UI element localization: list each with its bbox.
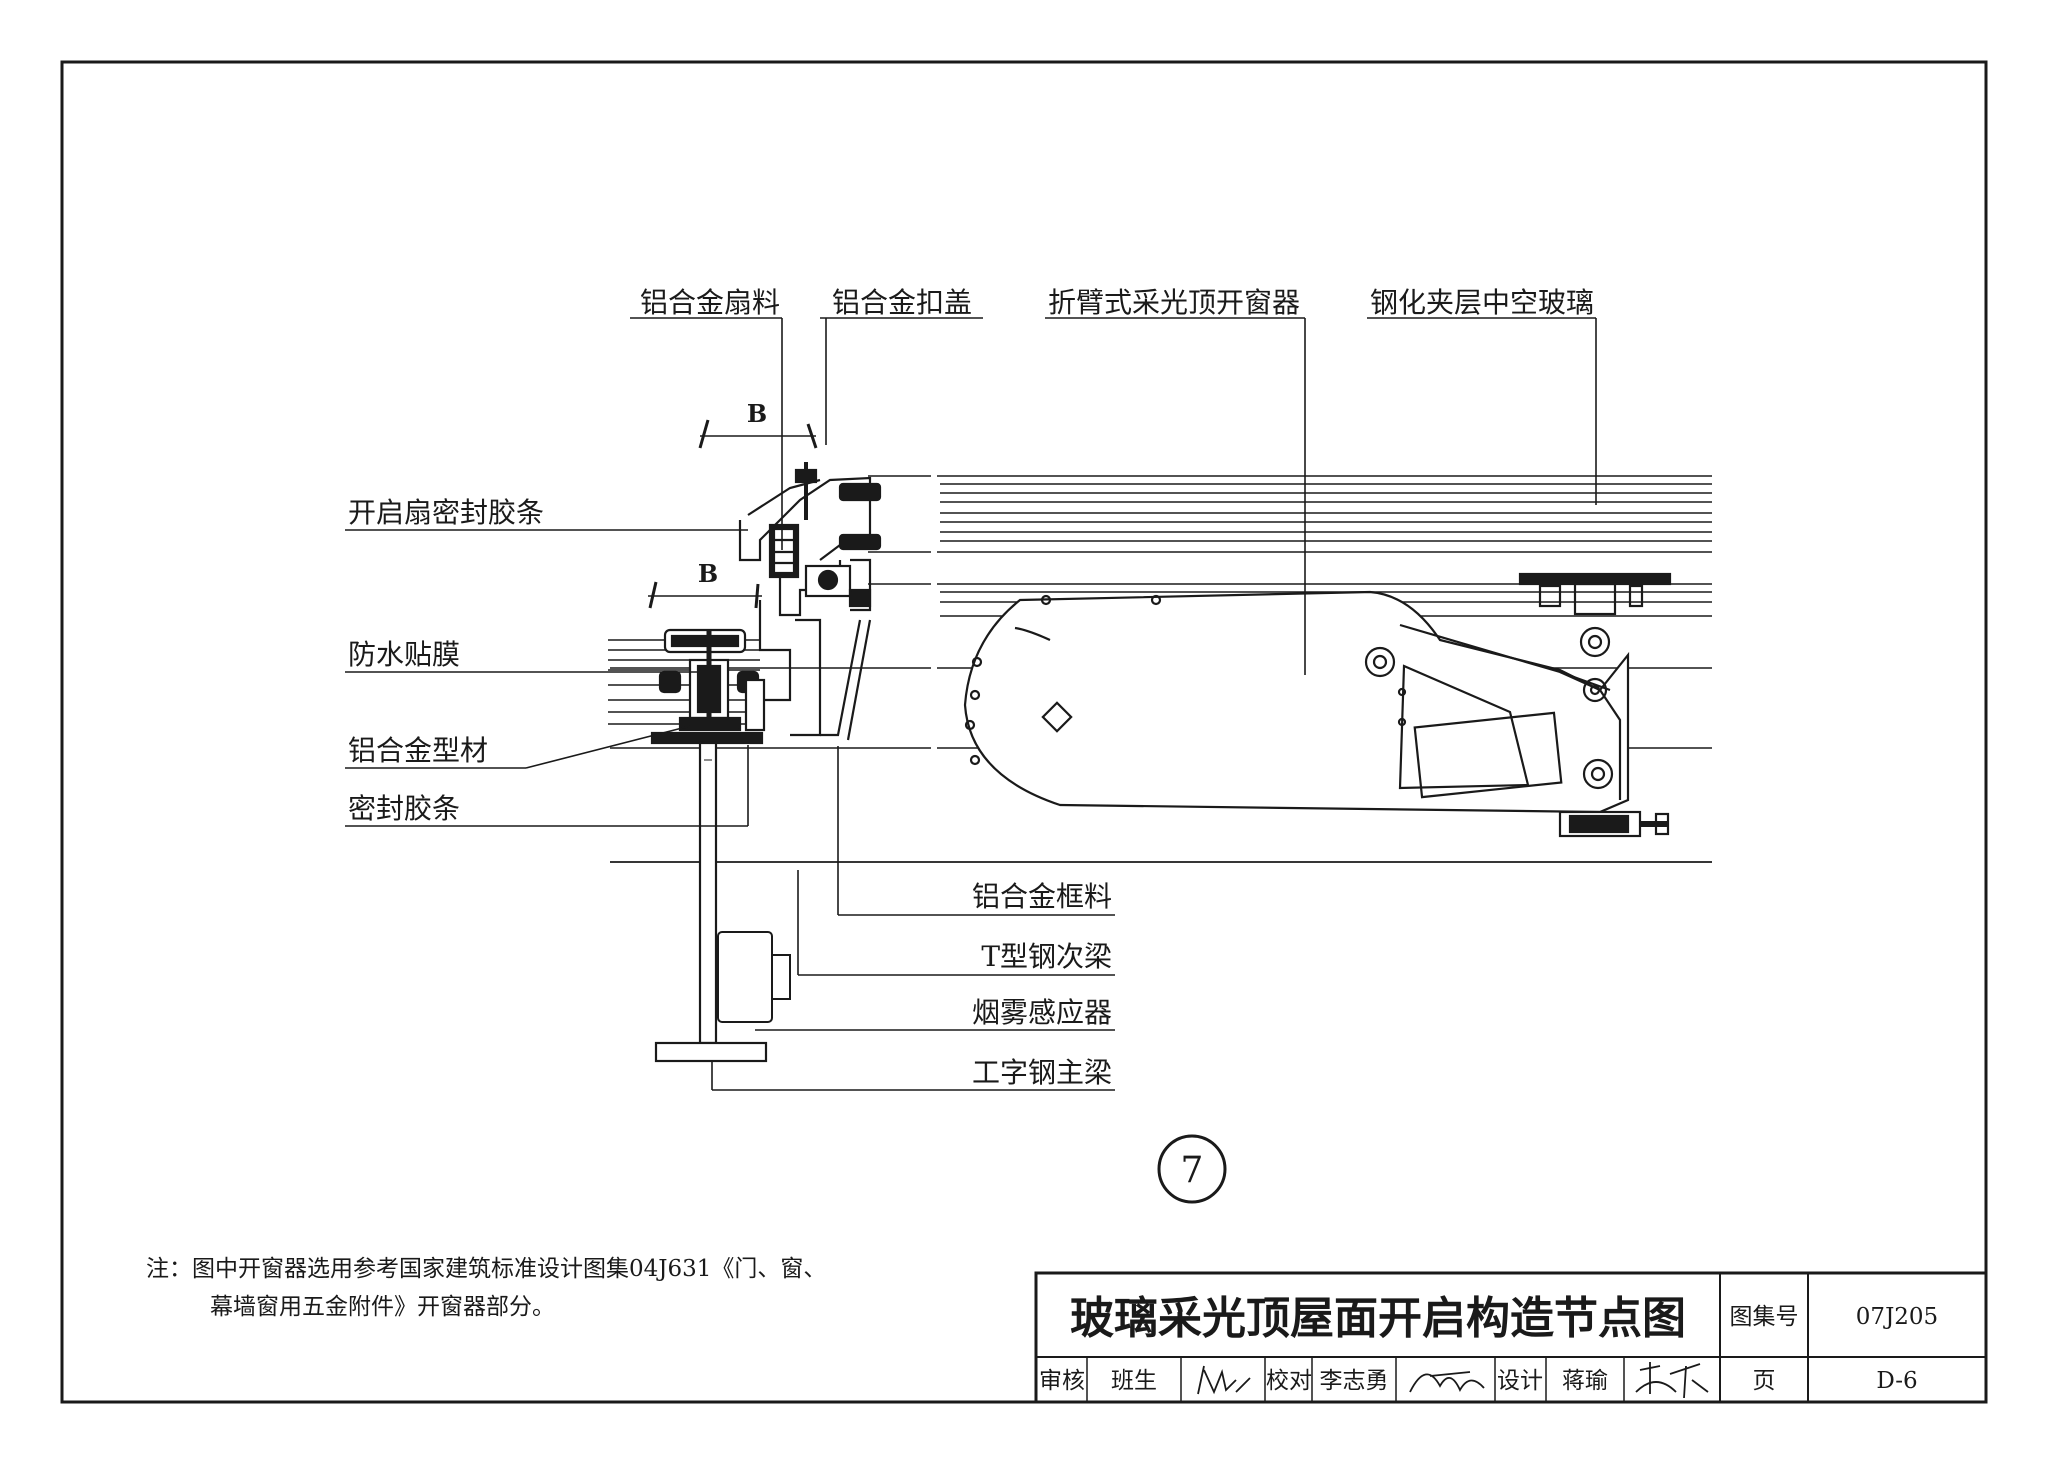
i-beam-main	[650, 731, 768, 1063]
folding-arm-opener	[963, 572, 1672, 838]
note: 注：图中开窗器选用参考国家建筑标准设计图集04J631《门、窗、 幕墙窗用五金附…	[146, 1256, 826, 1320]
construction-detail-drawing	[345, 317, 1712, 1204]
leader-lines	[345, 317, 1597, 1091]
label-alu-profile: 铝合金型材	[348, 734, 488, 767]
atlas-number-label: 图集号	[1730, 1304, 1799, 1330]
designer-name: 蒋瑜	[1562, 1368, 1608, 1394]
dimension-b-upper: B	[747, 399, 767, 428]
note-line-2: 幕墙窗用五金附件》开窗器部分。	[210, 1294, 555, 1320]
label-waterproof-film: 防水贴膜	[348, 638, 460, 671]
atlas-number: 07J205	[1856, 1304, 1938, 1330]
label-t-beam: T型钢次梁	[981, 940, 1112, 973]
label-i-beam: 工字钢主梁	[972, 1056, 1112, 1089]
note-line-1: 注：图中开窗器选用参考国家建筑标准设计图集04J631《门、窗、	[146, 1256, 826, 1282]
label-smoke-sensor: 烟雾感应器	[972, 996, 1112, 1029]
designer-signature	[1635, 1362, 1709, 1399]
page-number: D-6	[1876, 1368, 1917, 1394]
check-label: 校对	[1266, 1368, 1312, 1394]
label-sash-seal-strip: 开启扇密封胶条	[348, 496, 544, 529]
detail-number-circle	[1157, 1134, 1227, 1204]
sheet-border	[60, 60, 1988, 1404]
label-frame-profile: 铝合金框料	[972, 880, 1112, 913]
reviewer-signature	[1197, 1365, 1251, 1395]
label-glass: 钢化夹层中空玻璃	[1370, 286, 1594, 319]
design-label: 设计	[1497, 1368, 1543, 1394]
drawing-labels: 铝合金扇料 铝合金扣盖 折臂式采光顶开窗器 钢化夹层中空玻璃 开启扇密封胶条 防…	[348, 286, 1594, 1191]
title-block: 玻璃采光顶屋面开启构造节点图 图集号 07J205 审核 班生 校对 李志勇 设…	[1034, 1271, 1988, 1404]
smoke-sensor-body	[717, 931, 791, 1023]
page-label: 页	[1753, 1368, 1776, 1394]
drawing-title: 玻璃采光顶屋面开启构造节点图	[1070, 1293, 1686, 1344]
review-label: 审核	[1039, 1368, 1085, 1394]
detail-number: 7	[1181, 1150, 1204, 1191]
aluminum-frame-profiles	[658, 462, 882, 741]
label-cover-cap: 铝合金扣盖	[832, 286, 972, 319]
reviewer-name: 班生	[1111, 1368, 1157, 1394]
dimension-b-lower: B	[698, 559, 718, 588]
checker-name: 李志勇	[1320, 1368, 1389, 1394]
dimension-lines	[648, 419, 818, 609]
label-seal-strip: 密封胶条	[348, 792, 460, 825]
label-window-opener: 折臂式采光顶开窗器	[1048, 286, 1300, 319]
checker-signature	[1409, 1371, 1485, 1393]
label-sash-profile: 铝合金扇料	[640, 286, 780, 319]
